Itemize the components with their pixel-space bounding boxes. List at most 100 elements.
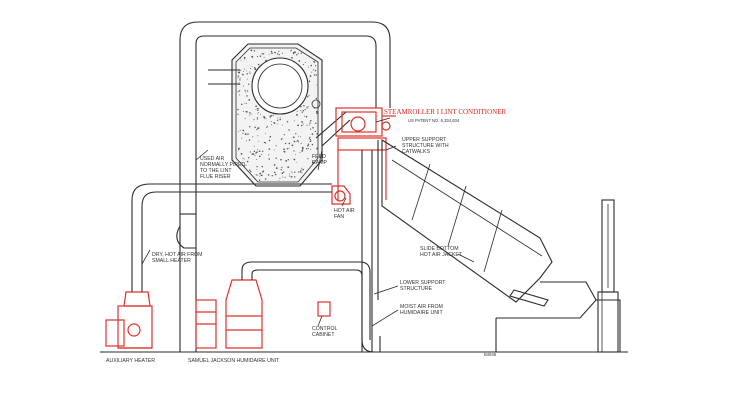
label-used-air-3: TO THE LINT [200,168,232,174]
stipple-dot [263,116,266,119]
stipple-dot [238,83,241,86]
stipple-dot [313,74,316,76]
stipple-dot [265,118,267,120]
stipple-dot [237,113,239,115]
label-control-cabinet-1: CONTROL [312,326,337,332]
stipple-dot [269,115,272,117]
stipple-dot [296,140,298,142]
stipple-dot [265,59,267,62]
stipple-dot [315,74,317,76]
stipple-dot [309,79,310,81]
stipple-dot [302,64,304,66]
stipple-dot [249,170,252,173]
label-lower-support-2: STRUCTURE [400,286,433,292]
stipple-dot [293,140,296,143]
stipple-dot [273,149,275,151]
stipple-dot [253,119,255,121]
label-moist-air-1: MOIST AIR FROM [400,304,443,310]
stipple-dot [254,126,256,129]
stipple-dot [252,57,254,59]
stipple-dot [283,150,285,153]
stipple-dot [237,76,239,78]
stipple-dot [257,63,260,66]
control-cabinet [317,301,331,317]
stipple-dot [249,73,251,74]
stipple-dot [237,108,239,111]
stipple-dot [293,120,295,122]
stipple-dot [257,113,259,115]
stipple-dot [243,70,245,72]
stipple-dot [259,155,261,158]
stipple-dot [290,175,293,178]
stipple-dot [255,152,257,154]
stipple-dot [300,142,302,144]
stipple-dot [240,153,243,155]
stipple-dot [273,164,276,166]
stipple-dot [291,172,293,174]
stipple-dot [263,170,265,172]
stipple-dot [308,66,309,68]
stipple-dot [239,94,241,96]
stipple-dot [245,164,247,166]
label-slide-bottom-2: HOT AIR JACKET [420,252,463,258]
stipple-dot [311,133,314,135]
stipple-dot [281,52,283,54]
stipple-dot [280,168,282,171]
stipple-dot [249,67,252,70]
stipple-dot [282,124,283,126]
stipple-dot [239,77,241,79]
stipple-dot [310,148,312,150]
label-feed-ramp-1: FEED [312,154,326,160]
stipple-dot [241,137,243,139]
stipple-dot [238,81,240,83]
stipple-dot [309,122,311,124]
stipple-dot [259,55,262,57]
stipple-dot [244,68,245,70]
stipple-dot [297,124,299,127]
label-humidaire-unit: SAMUEL JACKSON HUMIDAIRE UNIT [188,358,280,364]
stipple-dot [283,171,285,173]
stipple-dot [250,49,253,52]
stipple-dot [302,168,304,171]
stipple-dot [303,104,305,107]
stipple-dot [289,173,290,175]
label-control-cabinet-2: CABINET [312,332,335,338]
stipple-dot [296,54,298,56]
stipple-dot [249,151,251,153]
stipple-dot [299,170,301,172]
stipple-dot [267,174,270,176]
stipple-dot [295,161,297,163]
stipple-dot [255,174,257,176]
lint-cleaner [208,43,323,187]
stipple-dot [316,132,319,135]
stipple-dot [311,71,313,73]
label-used-air-2: NORMALLY PIPED [200,162,245,168]
stipple-dot [300,105,302,108]
stipple-dot [258,175,260,177]
stipple-dot [256,151,258,153]
stipple-dot [275,167,278,169]
label-hot-air-fan-2: FAN [334,214,344,220]
stipple-dot [307,143,310,145]
stipple-dot [306,107,308,109]
stipple-dot [278,50,280,53]
stipple-dot [256,169,258,171]
stipple-dot [293,150,295,152]
stipple-dot [268,139,271,142]
auxiliary-heater [105,291,153,349]
stipple-dot [309,140,312,143]
stipple-dot [242,132,244,134]
stipple-dot [251,55,253,58]
stipple-dot [260,174,263,177]
stipple-dot [301,124,303,127]
stipple-dot [307,106,309,108]
stipple-dot [274,51,276,54]
stipple-dot [269,116,271,118]
stipple-dot [307,144,309,147]
stipple-dot [257,127,260,130]
stipple-dot [244,58,246,60]
stipple-dot [293,158,296,161]
stipple-dot [311,143,314,146]
stipple-dot [271,52,273,54]
